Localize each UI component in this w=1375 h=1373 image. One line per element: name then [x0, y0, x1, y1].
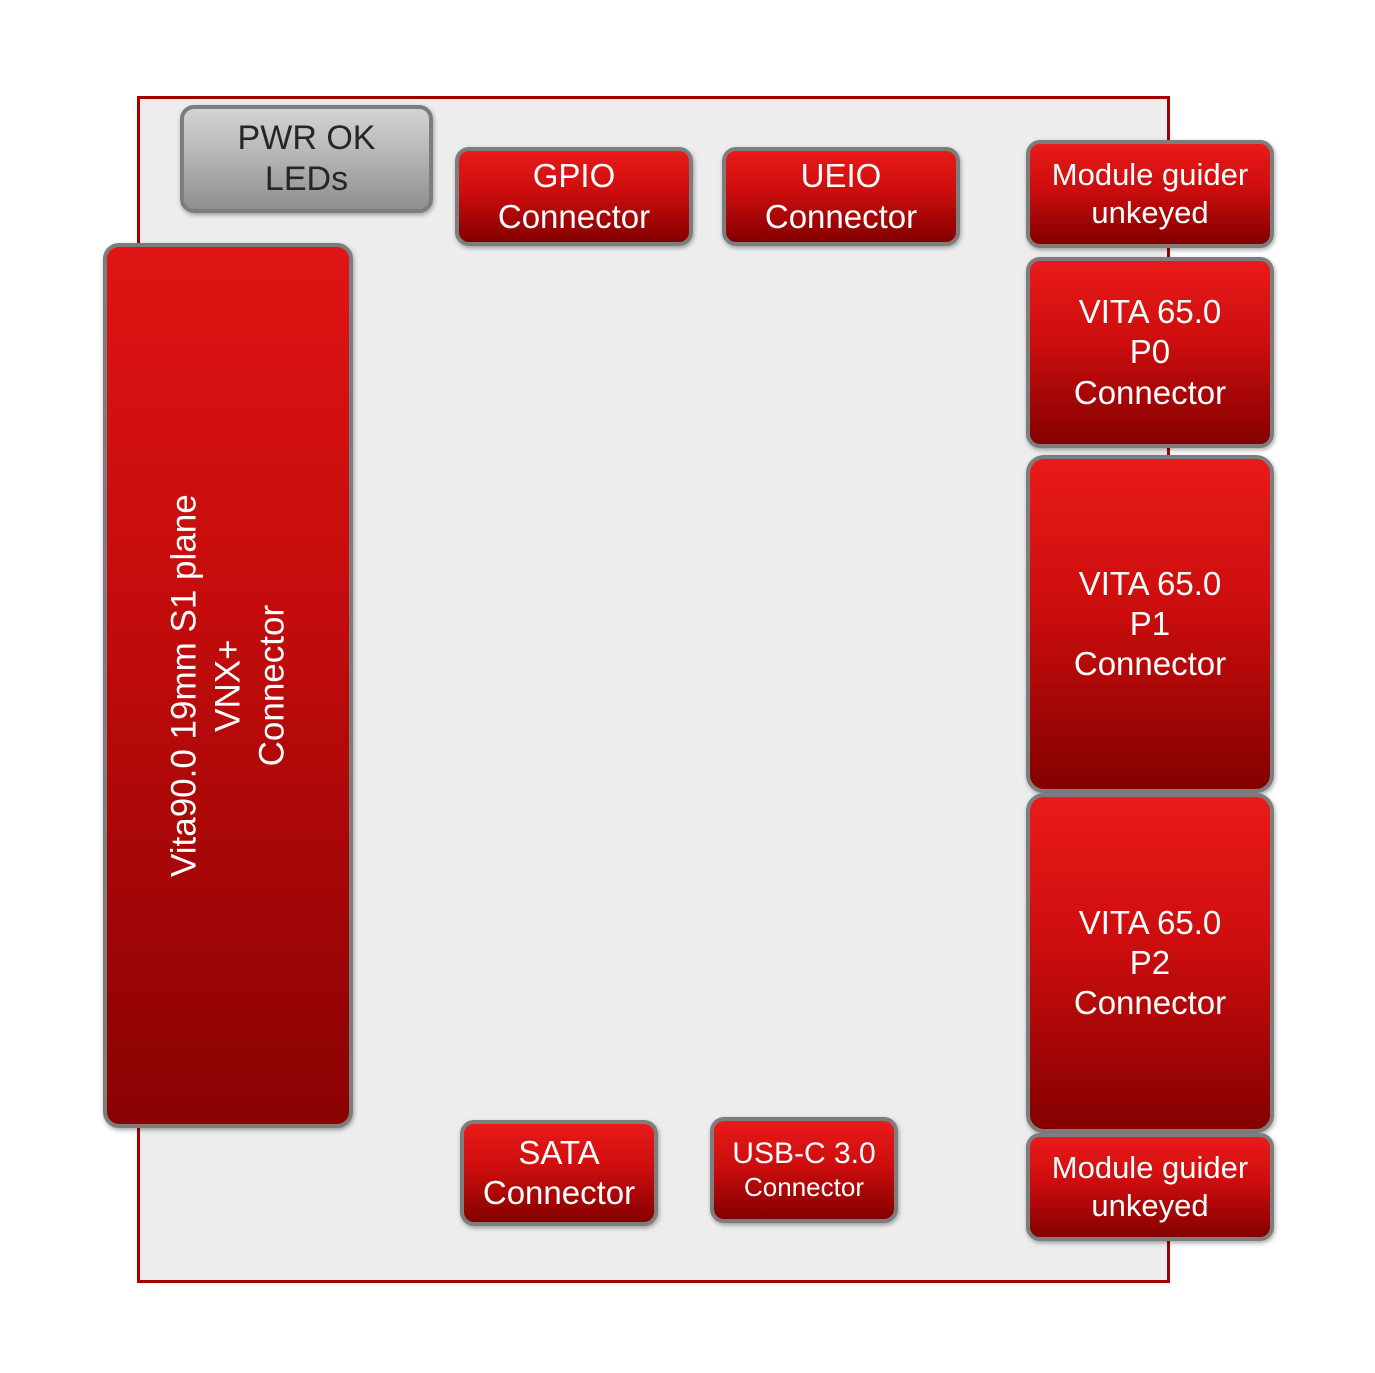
connector-gpio: GPIO Connector	[455, 147, 693, 246]
vita-p1-label: VITA 65.0 P1 Connector	[1073, 564, 1227, 683]
connector-ueio: UEIO Connector	[722, 147, 960, 246]
ueio-label: UEIO Connector	[764, 157, 918, 235]
connector-vita-65-p0: VITA 65.0 P0 Connector	[1026, 257, 1274, 448]
connector-vnx-plus: Vita90.0 19mm S1 plane VNX+ Connector	[103, 243, 353, 1128]
connector-sata: SATA Connector	[460, 1120, 658, 1226]
vita-p0-label: VITA 65.0 P0 Connector	[1073, 293, 1227, 411]
module-guider-bottom-label: Module guider unkeyed	[1051, 1150, 1249, 1223]
gpio-label: GPIO Connector	[497, 157, 651, 235]
connector-vita-65-p1: VITA 65.0 P1 Connector	[1026, 455, 1274, 793]
connector-vita-65-p2: VITA 65.0 P2 Connector	[1026, 793, 1274, 1133]
vita-p2-label: VITA 65.0 P2 Connector	[1073, 903, 1227, 1022]
connector-usb-c: USB-C 3.0 Connector	[710, 1117, 898, 1223]
connector-module-guider-top: Module guider unkeyed	[1026, 140, 1274, 248]
connector-pwr-ok-leds: PWR OK LEDs	[180, 105, 433, 213]
usb-c-label-line2: Connector	[744, 1172, 864, 1203]
vnx-plus-label: Vita90.0 19mm S1 plane VNX+ Connector	[164, 494, 291, 877]
module-guider-top-label: Module guider unkeyed	[1051, 157, 1249, 230]
pwr-ok-leds-label: PWR OK LEDs	[237, 118, 376, 198]
sata-label: SATA Connector	[482, 1133, 636, 1211]
connector-module-guider-bottom: Module guider unkeyed	[1026, 1133, 1274, 1241]
usb-c-label-line1: USB-C 3.0	[732, 1136, 876, 1170]
